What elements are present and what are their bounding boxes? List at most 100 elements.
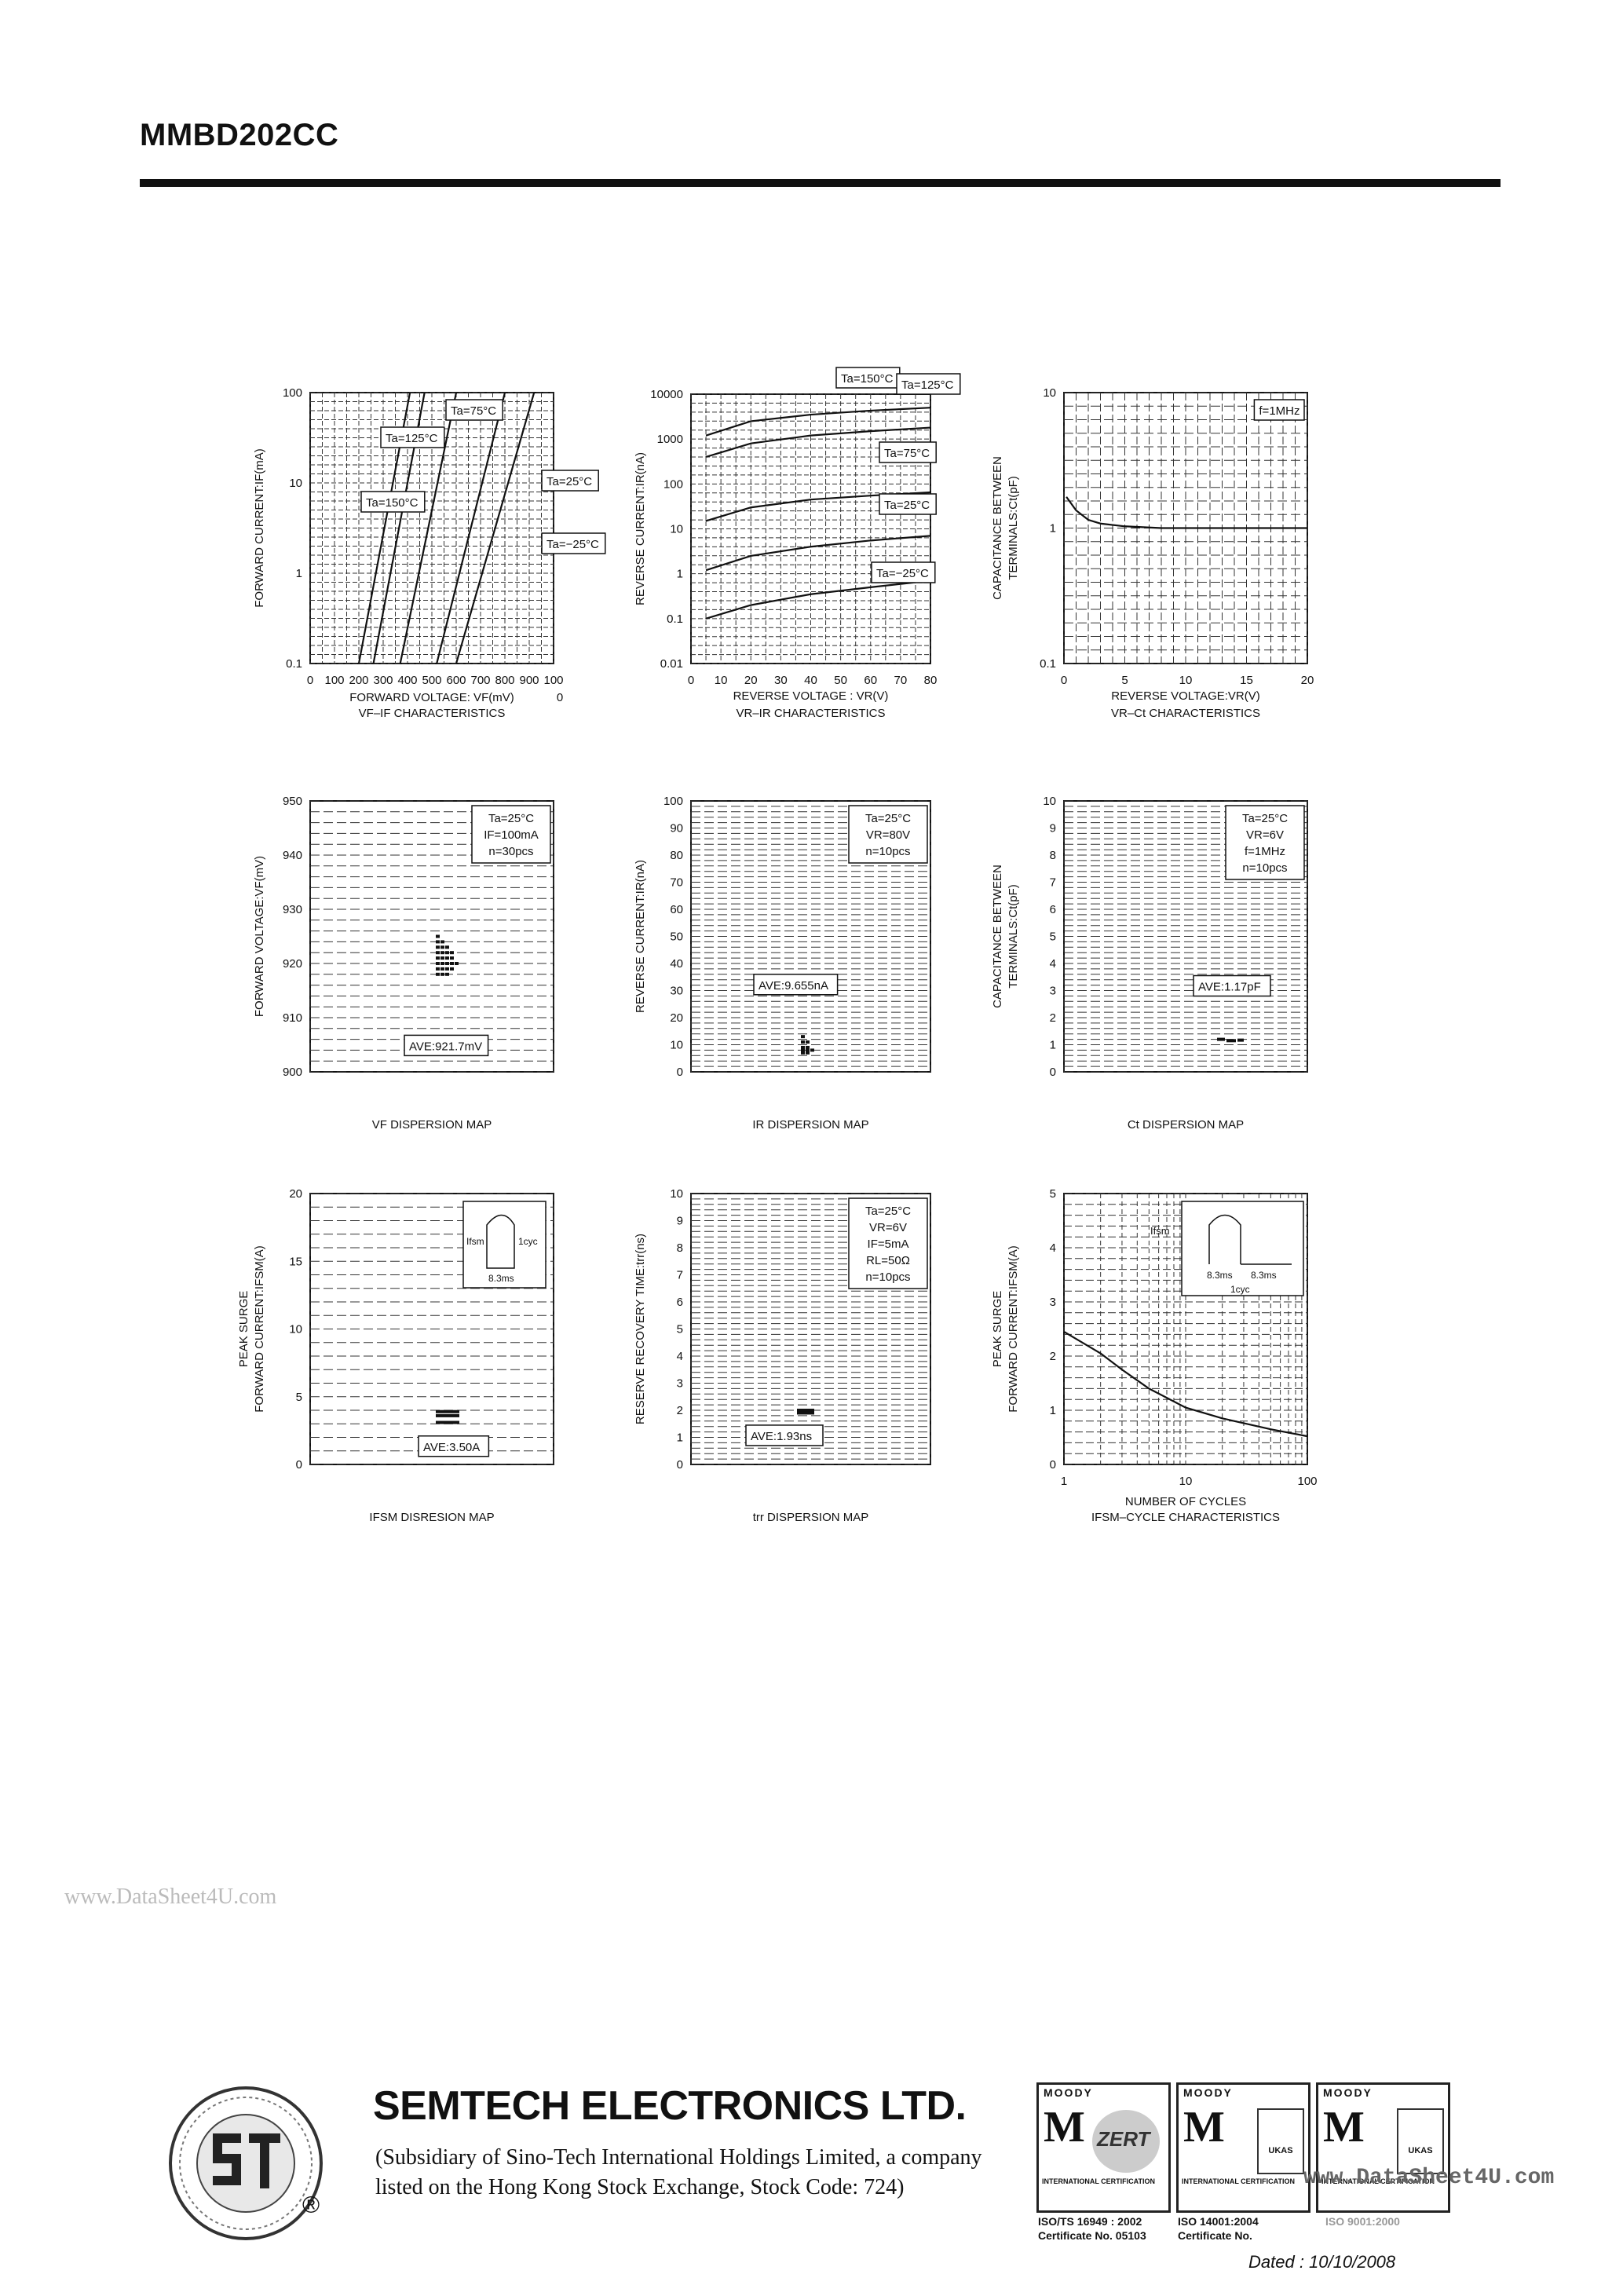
average-label: AVE:3.50A — [423, 1441, 480, 1454]
data-point — [797, 1409, 814, 1412]
data-point — [810, 1048, 814, 1052]
average-label-box — [1193, 974, 1271, 997]
x-tick-label: 80 — [924, 674, 938, 687]
y-axis-label: PEAK SURGE — [237, 1291, 250, 1368]
data-point — [436, 940, 440, 944]
series-line — [1066, 496, 1307, 529]
condition-label: n=10pcs — [865, 1270, 910, 1284]
data-point — [440, 956, 444, 960]
cert2-number: Certificate No. — [1178, 2229, 1252, 2242]
x-tick-label: 10 — [715, 674, 728, 687]
data-point — [801, 1051, 805, 1055]
pulse-waveform — [1208, 1214, 1292, 1265]
annotation-label-box — [879, 493, 937, 515]
series-line — [705, 579, 931, 620]
condition-label: n=10pcs — [865, 845, 910, 858]
y-tick-label: 910 — [283, 1011, 302, 1025]
y-tick-label: 20 — [289, 1187, 302, 1201]
data-point — [436, 934, 440, 938]
y-tick-label: 6 — [1050, 903, 1056, 916]
x-tick-label: 60 — [864, 674, 877, 687]
data-point — [801, 1035, 805, 1039]
y-axis-label: TERMINALS:Ct(pF) — [1007, 476, 1020, 580]
y-tick-label: 4 — [1050, 1241, 1056, 1255]
y-tick-label: 2 — [1050, 1350, 1056, 1363]
y-axis-label: RESERVE RECOVERY TIME:trr(ns) — [634, 1234, 647, 1424]
y-tick-label: 3 — [1050, 1296, 1056, 1309]
cert1-standard: ISO/TS 16949 : 2002 — [1038, 2215, 1142, 2228]
y-tick-label: 0.1 — [286, 657, 302, 671]
data-point — [436, 967, 440, 971]
data-point — [436, 972, 440, 976]
annotation-label: Ta=150°C — [366, 496, 419, 510]
data-point — [801, 1048, 805, 1052]
cert-badge-iso9001: MOODY M UKAS INTERNATIONAL CERTIFICATION — [1316, 2082, 1450, 2213]
annotation-label: Ta=25°C — [546, 475, 592, 488]
y-tick-label: 5 — [296, 1391, 302, 1404]
data-point — [1226, 1039, 1236, 1043]
y-tick-label: 3 — [1050, 985, 1056, 998]
series-line — [399, 392, 458, 664]
y-tick-label: 5 — [1050, 930, 1056, 944]
pulse-ifsm-label: Ifsm — [466, 1236, 484, 1247]
x-tick-label: 0 — [1061, 674, 1067, 687]
series-line — [705, 535, 931, 572]
x-tick-label: 30 — [774, 674, 788, 687]
y-tick-label: 0 — [677, 1066, 683, 1079]
cert-badge-iso14001: MOODY M UKAS INTERNATIONAL CERTIFICATION — [1176, 2082, 1310, 2213]
data-point — [806, 1045, 810, 1049]
data-point — [445, 962, 449, 965]
cert1-caption: ISO/TS 16949 : 2002 Certificate No. 0510… — [1038, 2214, 1146, 2243]
y-tick-label: 10 — [1043, 795, 1056, 808]
y-tick-label: 950 — [283, 795, 302, 808]
cert3-caption: ISO 9001:2000 — [1325, 2214, 1400, 2228]
data-point — [445, 972, 449, 976]
y-tick-label: 7 — [1050, 876, 1056, 890]
data-point — [450, 962, 454, 965]
conditions-box — [848, 805, 928, 864]
annotation-label: Ta=75°C — [884, 447, 930, 460]
y-tick-label: 9 — [1050, 822, 1056, 835]
average-label: AVE:1.93ns — [751, 1430, 812, 1443]
y-tick-label: 20 — [670, 1011, 683, 1025]
y-axis-label: REVERSE CURRENT:IR(nA) — [634, 860, 647, 1013]
y-tick-label: 30 — [670, 985, 683, 998]
x-tick-label-extra: 0 — [557, 691, 563, 704]
data-point — [806, 1048, 810, 1052]
cert-caption: INTERNATIONAL CERTIFICATION — [1182, 2177, 1295, 2185]
x-tick-label: 500 — [422, 674, 441, 687]
average-label: AVE:921.7mV — [409, 1040, 482, 1053]
x-tick-label: 100 — [1297, 1475, 1317, 1488]
data-point — [436, 951, 440, 955]
chart-subtitle: IFSM DISRESION MAP — [369, 1511, 494, 1524]
pulse-time-label-2: 8.3ms — [1251, 1270, 1277, 1281]
annotation-label: Ta=−25°C — [546, 538, 599, 551]
x-tick-label: 0 — [688, 674, 694, 687]
y-tick-label: 930 — [283, 903, 302, 916]
condition-label: Ta=25°C — [865, 812, 911, 825]
moody-logo-mark: M — [1044, 2103, 1085, 2152]
condition-label: n=30pcs — [488, 845, 533, 858]
y-tick-label: 10 — [670, 523, 683, 536]
data-point — [797, 1411, 814, 1415]
y-tick-label: 4 — [677, 1350, 683, 1363]
annotation-label-box — [879, 441, 937, 463]
y-tick-label: 6 — [677, 1296, 683, 1309]
x-tick-label: 40 — [804, 674, 817, 687]
x-tick-label: 200 — [349, 674, 368, 687]
x-tick-label: 400 — [397, 674, 417, 687]
y-tick-label: 0 — [1050, 1066, 1056, 1079]
y-tick-label: 80 — [670, 849, 683, 862]
data-point — [445, 951, 449, 955]
conditions-box — [471, 805, 551, 864]
data-point — [450, 967, 454, 971]
cert-brand: MOODY — [1183, 2086, 1233, 2099]
x-axis-label: REVERSE VOLTAGE : VR(V) — [733, 689, 889, 703]
data-point — [450, 956, 454, 960]
y-tick-label: 8 — [1050, 849, 1056, 862]
condition-label: n=10pcs — [1242, 861, 1287, 875]
